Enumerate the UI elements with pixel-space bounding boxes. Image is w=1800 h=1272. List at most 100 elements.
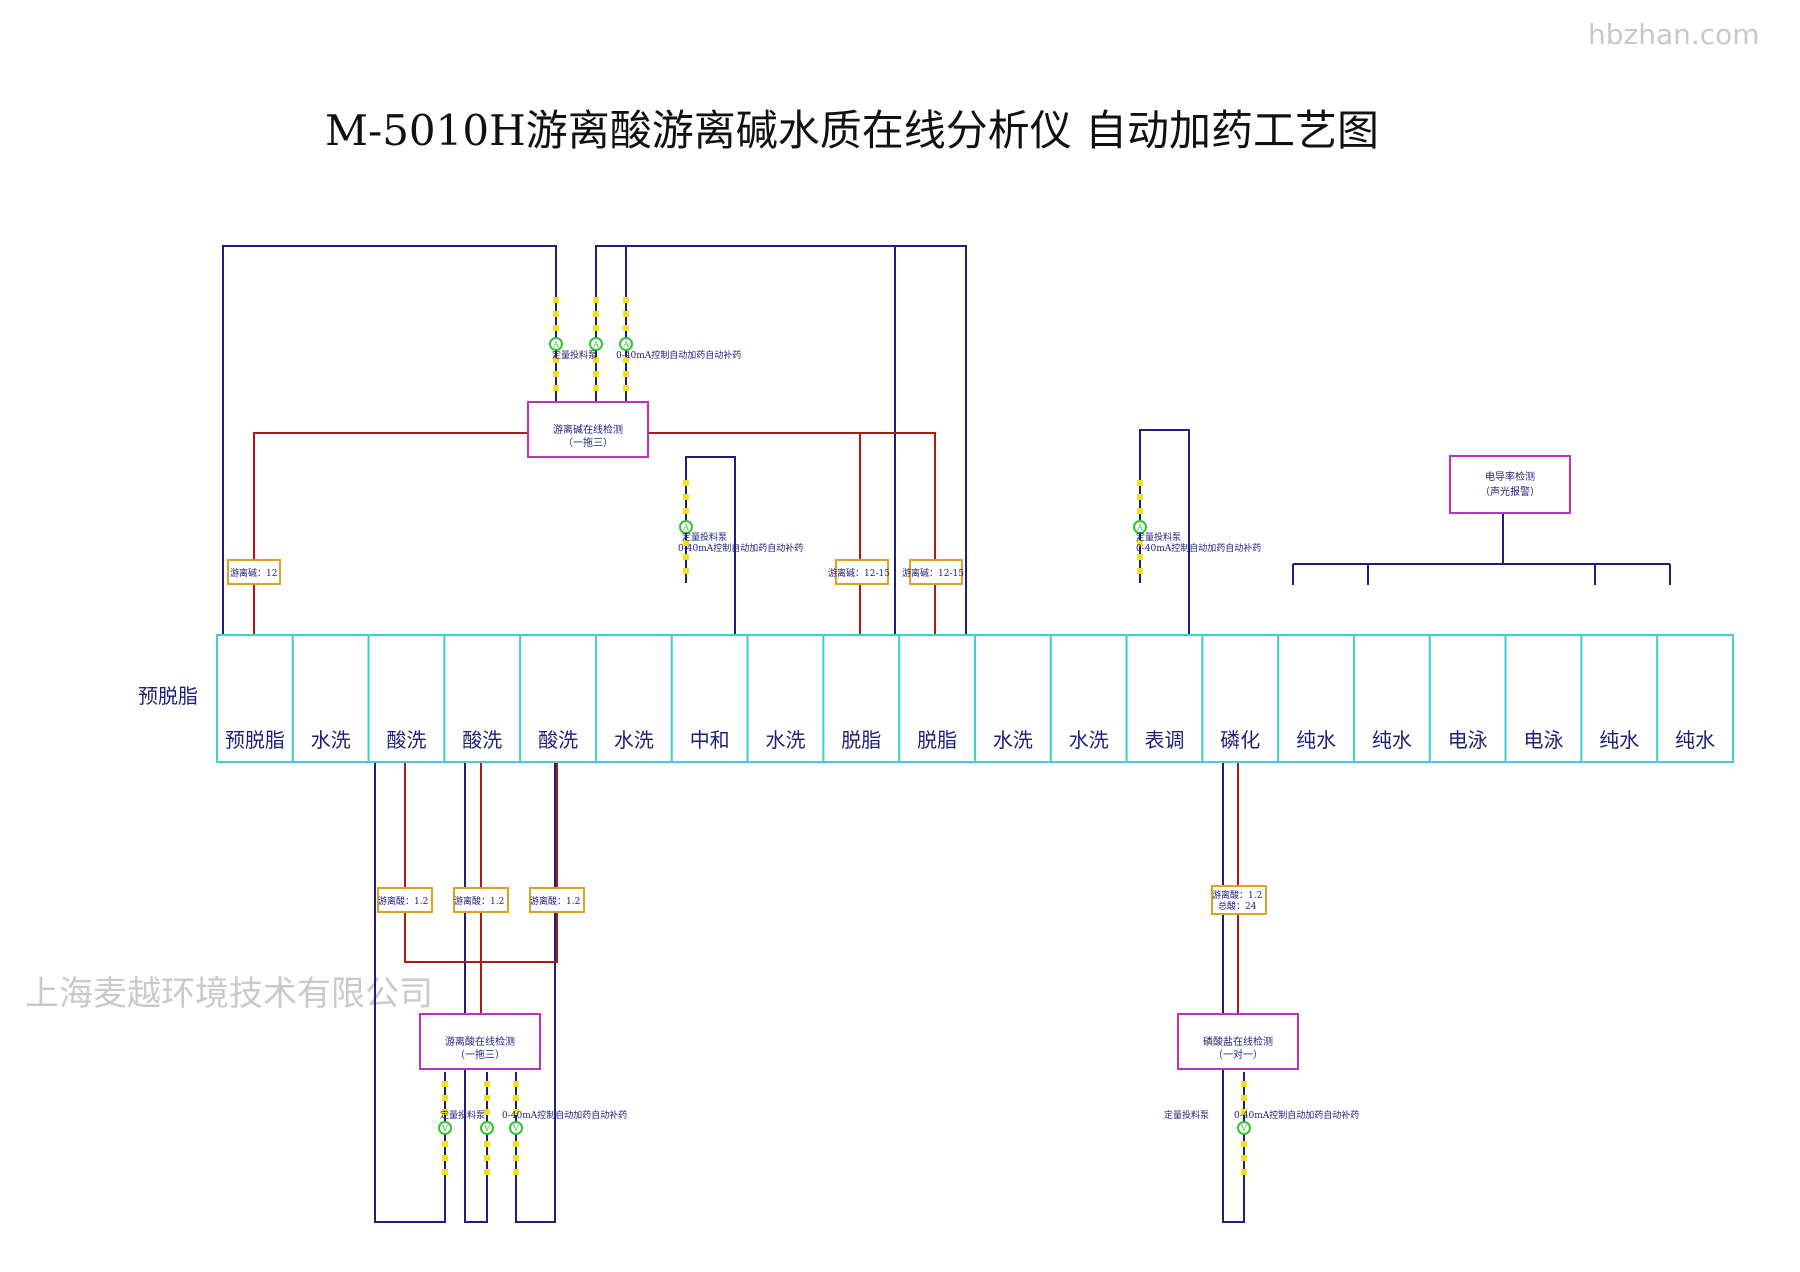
tank-label: 中和 (690, 728, 730, 752)
pump-icon-glyph: V (441, 1124, 448, 1133)
tank-label: 水洗 (1069, 728, 1109, 752)
pump-icon-glyph: A (1136, 523, 1143, 532)
valve-marker (1241, 1109, 1247, 1115)
tank-label: 电泳 (1524, 728, 1564, 752)
valve-marker (683, 568, 689, 574)
tank-label: 酸洗 (387, 728, 427, 752)
pump-icon-glyph: V (512, 1124, 519, 1133)
control-label: 0-40mA控制自动加药自动补药 (616, 349, 741, 361)
signal-line-pre (253, 432, 528, 635)
analyzer-phosphate-mode: （一对一） (1213, 1048, 1263, 1061)
valve-marker (484, 1095, 490, 1101)
tank-box (1580, 634, 1659, 763)
tank-cell: 水洗 (1049, 634, 1128, 763)
valve-marker (1137, 494, 1143, 500)
tank-cell: 水洗 (746, 634, 825, 763)
valve-marker (1137, 480, 1143, 486)
company-watermark: 上海麦越环境技术有限公司 (25, 974, 433, 1014)
valve-marker (513, 1109, 519, 1115)
pump-icon (679, 520, 693, 534)
tank-label: 脱脂 (917, 728, 957, 752)
tank-label: 磷化 (1220, 728, 1260, 752)
valve-marker (623, 311, 629, 317)
valve-marker (593, 371, 599, 377)
valve-marker (593, 357, 599, 363)
tank-box (670, 634, 749, 763)
tank-box (822, 634, 901, 763)
tank-cell: 纯水 (1353, 634, 1431, 763)
tank-box (1428, 634, 1507, 763)
analyzer-conductivity-name: 电导率检测 (1485, 470, 1535, 483)
analyzer-phosphate-name: 磷酸盐在线检测 (1203, 1035, 1273, 1048)
valve-marker (442, 1155, 448, 1161)
pump-icon-glyph: V (483, 1124, 490, 1133)
analyzer-conductivity: 电导率检测 （声光报警） (1449, 455, 1571, 514)
valve-marker (442, 1141, 448, 1147)
tank-cell: 水洗 (291, 634, 370, 763)
pump-stems (555, 296, 627, 402)
tank-label: 水洗 (614, 728, 654, 752)
conductivity-bus (1292, 513, 1671, 585)
setpoint-label: 游离酸：1.2 (1212, 889, 1262, 901)
valve-marker (484, 1109, 490, 1115)
analyzer-conductivity-mode: （声光报警） (1480, 485, 1540, 498)
valve-marker (1241, 1141, 1247, 1147)
valve-marker (623, 371, 629, 377)
valve-marker (1137, 568, 1143, 574)
tank-label: 水洗 (311, 728, 351, 752)
dosing-line-table-adjust (1139, 429, 1190, 635)
dosing-line-acid-3 (515, 760, 556, 1223)
valve-marker (1137, 540, 1143, 546)
tank-cell: 酸洗 (443, 634, 522, 763)
analyzer-alkali-name: 游离碱在线检测 (553, 423, 623, 436)
pump-icon (549, 337, 563, 351)
tank-label: 纯水 (1599, 728, 1639, 752)
tank-cell: 电泳 (1504, 634, 1583, 763)
setpoint-labels: 游离碱：12 游离碱：12-15 游离碱：12-15 游离酸：1.2 游离酸：1… (230, 567, 1262, 912)
tank-box (443, 634, 522, 763)
valve-marker (623, 357, 629, 363)
pump-label: 定量投料泵 (440, 1109, 485, 1121)
tank-label: 表调 (1145, 728, 1185, 752)
valve-marker (683, 554, 689, 560)
pump-icon (589, 337, 603, 351)
valve-marker (484, 1081, 490, 1087)
valve-marker (1241, 1081, 1247, 1087)
pump-labels: 定量投料泵 0-40mA控制自动加药自动补药 定量投料泵 0-40mA控制自动加… (440, 349, 1359, 1121)
valve-marker (484, 1141, 490, 1147)
dosing-line-acid-2 (464, 760, 488, 1223)
side-label: 预脱脂 (138, 684, 198, 708)
valve-marker (553, 297, 559, 303)
valve-marker (513, 1095, 519, 1101)
analyzer-acid: 游离酸在线检测 （一拖三） (419, 1013, 541, 1070)
analyzer-acid-name: 游离酸在线检测 (445, 1035, 515, 1048)
setpoint-label: 总酸：24 (1218, 900, 1257, 912)
tank-cell: 水洗 (595, 634, 673, 763)
pump-icon-glyph: A (682, 523, 689, 532)
tank-label: 预脱脂 (225, 728, 285, 752)
valve-marker (442, 1095, 448, 1101)
valve-marker (593, 385, 599, 391)
pump-label: 定量投料泵 (682, 531, 727, 543)
setpoint-label: 游离酸：1.2 (530, 895, 580, 907)
analyzer-alkali-mode: （一拖三） (563, 436, 613, 449)
tank-row: 预脱脂水洗酸洗酸洗酸洗水洗中和水洗脱脂脱脂水洗水洗表调磷化纯水纯水电泳电泳纯水纯… (216, 634, 1734, 763)
tank-label: 纯水 (1296, 728, 1336, 752)
site-watermark: hbzhan.com (1588, 18, 1760, 51)
pump-icon (480, 1121, 494, 1135)
valve-marker (593, 311, 599, 317)
valve-marker (484, 1155, 490, 1161)
tank-cell: 水洗 (974, 634, 1052, 763)
dosing-line-phosphate (1222, 760, 1245, 1223)
tank-label: 电泳 (1448, 728, 1488, 752)
tank-box (898, 634, 977, 763)
pump-icon (509, 1121, 523, 1135)
valve-marker (683, 480, 689, 486)
tank-box (974, 634, 1052, 763)
valve-marker (623, 385, 629, 391)
tank-box (519, 634, 598, 763)
tank-box (291, 634, 370, 763)
tank-label: 纯水 (1675, 728, 1715, 752)
valve-marker (683, 508, 689, 514)
valve-marker (683, 540, 689, 546)
